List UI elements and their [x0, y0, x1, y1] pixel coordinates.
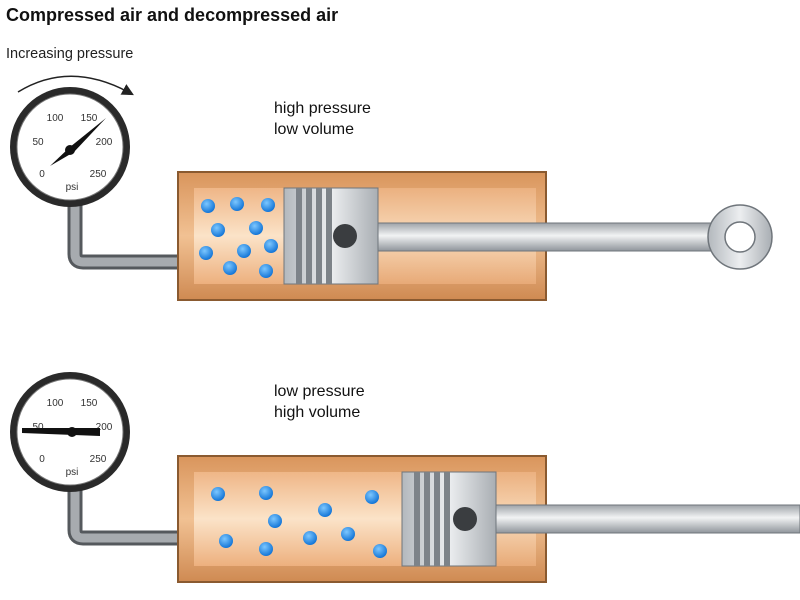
gauge-unit: psi [66, 467, 79, 478]
gauge-tick-100: 100 [47, 398, 64, 409]
decompressed-caption: low pressure high volume [274, 381, 365, 423]
bottom-piston [401, 471, 497, 567]
gauge-tick-50: 50 [32, 137, 44, 148]
bottom-air-molecules [211, 486, 387, 558]
low-pressure-label: low pressure [274, 383, 365, 400]
top-assembly: 0 50 100 150 200 250 psi [10, 87, 773, 301]
gauge-tick-150: 150 [81, 398, 98, 409]
bottom-piston-rod [493, 504, 800, 534]
gauge-tick-200: 200 [96, 137, 113, 148]
diagram-title: Compressed air and decompressed air [6, 5, 339, 25]
increasing-pressure-label: Increasing pressure [6, 46, 134, 62]
bottom-air-pipe [67, 488, 178, 546]
gauge-tick-0: 0 [39, 169, 45, 180]
high-pressure-label: high pressure [274, 100, 371, 117]
gauge-unit: psi [66, 182, 79, 193]
top-piston [283, 187, 379, 285]
high-volume-label: high volume [274, 404, 361, 421]
gauge-needle [22, 428, 100, 436]
top-air-pipe [67, 200, 178, 270]
gauge-tick-100: 100 [47, 113, 64, 124]
increasing-pressure-arrow [17, 75, 134, 96]
low-volume-label: low volume [274, 121, 355, 138]
gauge-tick-150: 150 [81, 113, 98, 124]
gauge-tick-50: 50 [32, 422, 44, 433]
gauge-tick-250: 250 [90, 169, 107, 180]
gauge-tick-250: 250 [90, 454, 107, 465]
bottom-assembly: 0 50 100 150 200 250 psi [10, 372, 800, 583]
top-pressure-gauge: 0 50 100 150 200 250 psi [10, 87, 130, 207]
bottom-air-chamber [194, 472, 406, 566]
compressed-caption: high pressure low volume [274, 98, 371, 140]
gauge-tick-0: 0 [39, 454, 45, 465]
top-air-molecules [199, 197, 278, 278]
gauge-needle [70, 118, 106, 152]
gauge-tick-200: 200 [96, 422, 113, 433]
top-piston-rod [374, 222, 714, 252]
bottom-pressure-gauge: 0 50 100 150 200 250 psi [10, 372, 130, 492]
